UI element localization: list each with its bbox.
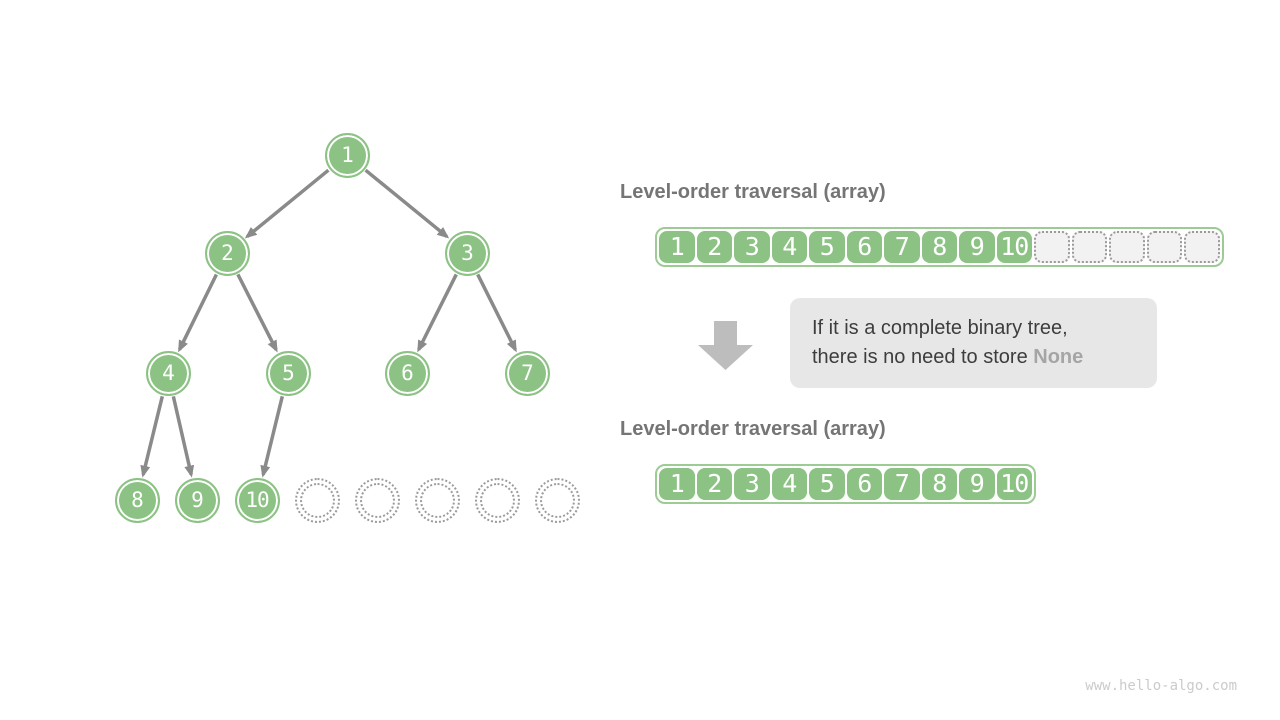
tree-node-4: 4 [145,350,191,396]
bottom-array-heading: Level-order traversal (array) [620,418,886,440]
tree-node-3: 3 [444,230,490,276]
empty-tree-node [294,477,340,523]
tree-node-8: 8 [114,477,160,523]
array-empty-cell [1109,231,1145,263]
tree-edge [140,395,165,478]
tree-edge [260,395,285,478]
inner-dotted-ring [299,482,335,518]
array-cell: 3 [734,231,770,263]
tree-edge [476,273,517,353]
array-cell: 6 [846,231,882,263]
array-cell: 10 [996,231,1032,263]
array-cell: 5 [809,468,845,500]
array-empty-cell [1146,231,1182,263]
array-cell: 4 [771,231,807,263]
down-block-arrow [698,321,753,370]
tree-edge [236,273,278,353]
watermark: www.hello-algo.com [1085,678,1237,694]
tree-node-9: 9 [174,477,220,523]
tree-edge [244,168,330,239]
callout-text: there is no need to store [812,346,1034,368]
callout-line-2: there is no need to store None [812,343,1157,372]
array-cell: 2 [696,468,732,500]
array-empty-cell [1034,231,1070,263]
array-cell: 10 [996,468,1032,500]
tree-node-10: 10 [234,477,280,523]
tree-node-6: 6 [384,350,430,396]
array-cell: 7 [884,231,920,263]
none-label: None [1033,346,1084,368]
array-cell: 4 [771,468,807,500]
array-cell: 2 [696,231,732,263]
tree-edge [364,168,450,239]
top-array-heading: Level-order traversal (array) [620,181,886,203]
tree-node-1: 1 [324,132,370,178]
array-cell: 9 [959,468,995,500]
tree-node-7: 7 [504,350,550,396]
empty-tree-node [534,477,580,523]
callout-line-1: If it is a complete binary tree, [812,314,1157,343]
inner-dotted-ring [359,482,395,518]
array-cell: 3 [734,468,770,500]
array-cell: 7 [884,468,920,500]
empty-tree-node [354,477,400,523]
array-cell: 1 [659,231,695,263]
tree-edge [417,273,458,353]
array-empty-cell [1184,231,1220,263]
tree-edge [171,396,195,478]
array-cell: 9 [959,231,995,263]
inner-dotted-ring [419,482,455,518]
array-cell: 5 [809,231,845,263]
callout-box: If it is a complete binary tree, there i… [790,298,1157,388]
callout-text: If it is a complete binary tree, [812,317,1068,339]
array-cell: 8 [921,468,957,500]
inner-dotted-ring [479,482,515,518]
tree-edge [177,273,218,353]
array-cell: 8 [921,231,957,263]
tree-node-2: 2 [204,230,250,276]
tree-node-5: 5 [265,350,311,396]
empty-tree-node [474,477,520,523]
array-cell: 6 [846,468,882,500]
empty-tree-node [414,477,460,523]
array-cell: 1 [659,468,695,500]
inner-dotted-ring [539,482,575,518]
array-empty-cell [1071,231,1107,263]
